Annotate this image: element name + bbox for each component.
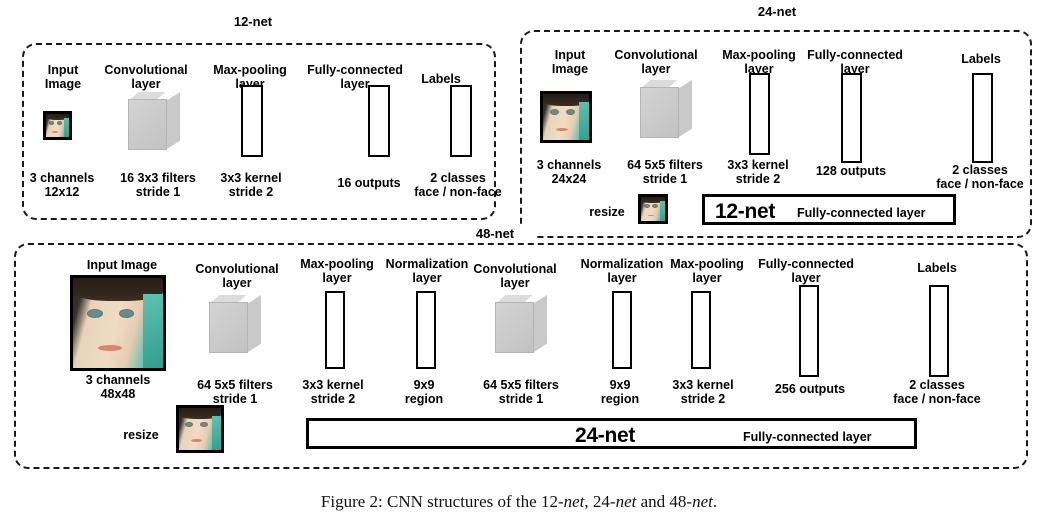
thumbnail-12net-input bbox=[43, 111, 72, 140]
conv-box-12net bbox=[128, 92, 180, 150]
caption-p1: net bbox=[563, 492, 585, 511]
layer-bar-24net-fc bbox=[841, 73, 862, 163]
label-12net-maxpool-bottom: 3x3 kernel stride 2 bbox=[220, 171, 282, 199]
label-24net-fc-bottom: 128 outputs bbox=[815, 164, 887, 178]
layer-bar-12net-fc bbox=[368, 85, 390, 157]
thumbnail-48net-resized bbox=[176, 405, 224, 453]
label-24net-conv-top: Convolutional layer bbox=[614, 48, 698, 76]
label-12net-fc-top: Fully-connected layer bbox=[307, 63, 403, 91]
layer-bar-48net-labels bbox=[929, 285, 949, 377]
label-24net-input-top: Input Image bbox=[551, 48, 589, 76]
label-48net-input-bottom: 3 channels 48x48 bbox=[85, 373, 151, 401]
label-48net-norm1-top: Normalization layer bbox=[385, 257, 469, 285]
label-24net-input-bottom: 3 channels 24x24 bbox=[536, 158, 602, 186]
label-24net-resize: resize bbox=[589, 205, 625, 219]
layer-bar-48net-fc bbox=[799, 285, 819, 377]
label-24net-labels-top: Labels bbox=[961, 52, 1001, 66]
label-48net-conv2-top: Convolutional layer bbox=[473, 262, 557, 290]
layer-bar-48net-norm1 bbox=[416, 291, 436, 369]
thumbnail-24net-resized bbox=[638, 194, 668, 224]
caption-prefix: Figure 2: CNN structures of the bbox=[320, 492, 541, 511]
label-24net-fc-top: Fully-connected layer bbox=[807, 48, 903, 76]
face-image bbox=[543, 94, 589, 140]
subnet-bar-48net-net-label: 24-net bbox=[575, 424, 636, 447]
layer-bar-48net-maxpool1 bbox=[325, 291, 345, 369]
subnet-bar-48net: 24-net Fully-connected layer bbox=[306, 418, 917, 449]
label-48net-norm1-bottom: 9x9 region bbox=[404, 378, 444, 406]
label-12net-conv-bottom: 16 3x3 filters stride 1 bbox=[120, 171, 196, 199]
panel-title-48net: 48-net bbox=[453, 226, 537, 241]
layer-bar-48net-norm2 bbox=[612, 291, 632, 369]
caption-p6: . bbox=[712, 492, 718, 511]
thumbnail-48net-input bbox=[70, 275, 166, 371]
caption-p3: net bbox=[615, 492, 637, 511]
label-48net-maxpool1-top: Max-pooling layer bbox=[300, 257, 374, 285]
label-24net-maxpool-bottom: 3x3 kernel stride 2 bbox=[727, 158, 789, 186]
label-12net-input-bottom: 3 channels 12x12 bbox=[29, 171, 95, 199]
label-12net-fc-bottom: 16 outputs bbox=[337, 176, 401, 190]
label-48net-norm2-bottom: 9x9 region bbox=[600, 378, 640, 406]
layer-bar-12net-labels bbox=[450, 85, 472, 157]
caption-p5: net bbox=[692, 492, 713, 511]
label-48net-labels-top: Labels bbox=[917, 261, 957, 275]
conv-box-48net-1 bbox=[209, 295, 261, 353]
conv-box-24net bbox=[640, 80, 692, 138]
conv-box-48net-2 bbox=[495, 295, 547, 353]
label-12net-conv-top: Convolutional layer bbox=[104, 63, 188, 91]
caption-p4: and 48- bbox=[636, 492, 693, 511]
label-24net-maxpool-top: Max-pooling layer bbox=[722, 48, 796, 76]
figure-caption: Figure 2: CNN structures of the 12-net, … bbox=[0, 492, 1038, 512]
label-48net-resize: resize bbox=[123, 428, 159, 442]
label-48net-norm2-top: Normalization layer bbox=[580, 257, 664, 285]
caption-p2: , 24- bbox=[584, 492, 616, 511]
label-48net-conv1-top: Convolutional layer bbox=[195, 262, 279, 290]
panel-title-12net: 12-net bbox=[212, 14, 294, 29]
thumbnail-24net-input bbox=[540, 91, 592, 143]
label-24net-labels-bottom: 2 classes face / non-face bbox=[936, 163, 1024, 191]
label-48net-maxpool2-top: Max-pooling layer bbox=[670, 257, 744, 285]
label-12net-input-top: Input Image bbox=[44, 63, 82, 91]
label-12net-labels-bottom: 2 classes face / non-face bbox=[414, 171, 502, 199]
panel-title-24net: 24-net bbox=[736, 4, 818, 19]
layer-bar-24net-maxpool bbox=[749, 73, 770, 155]
face-image bbox=[46, 114, 69, 137]
subnet-bar-24net-fc-label: Fully-connected layer bbox=[797, 206, 926, 220]
label-48net-fc-top: Fully-connected layer bbox=[758, 257, 854, 285]
subnet-bar-48net-fc-label: Fully-connected layer bbox=[743, 430, 872, 444]
face-image bbox=[179, 408, 221, 450]
label-48net-input-top: Input Image bbox=[86, 258, 158, 272]
subnet-bar-24net-net-label: 12-net bbox=[715, 200, 776, 223]
label-24net-conv-bottom: 64 5x5 filters stride 1 bbox=[627, 158, 703, 186]
layer-bar-12net-maxpool bbox=[241, 85, 263, 157]
layer-bar-48net-maxpool2 bbox=[691, 291, 711, 369]
caption-p0: 12- bbox=[540, 492, 564, 511]
subnet-bar-24net: 12-net Fully-connected layer bbox=[702, 194, 956, 225]
layer-bar-24net-labels bbox=[972, 73, 993, 163]
label-48net-conv1-bottom: 64 5x5 filters stride 1 bbox=[197, 378, 273, 406]
face-image bbox=[641, 197, 665, 221]
label-48net-maxpool2-bottom: 3x3 kernel stride 2 bbox=[672, 378, 734, 406]
label-48net-conv2-bottom: 64 5x5 filters stride 1 bbox=[483, 378, 559, 406]
label-48net-labels-bottom: 2 classes face / non-face bbox=[893, 378, 981, 406]
face-image bbox=[73, 278, 163, 368]
label-12net-labels-top: Labels bbox=[421, 72, 461, 86]
label-48net-maxpool1-bottom: 3x3 kernel stride 2 bbox=[302, 378, 364, 406]
label-48net-fc-bottom: 256 outputs bbox=[774, 382, 846, 396]
